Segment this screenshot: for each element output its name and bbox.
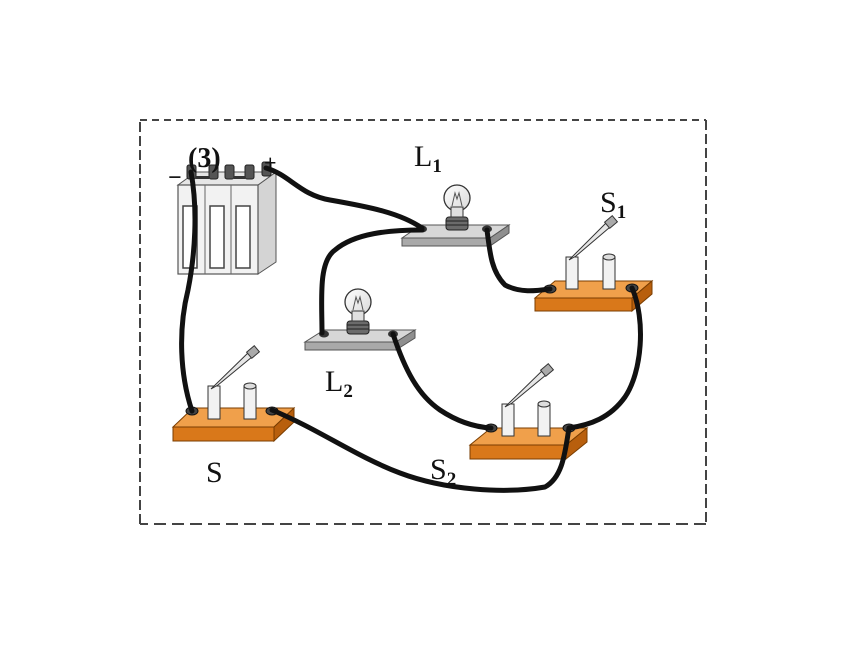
- wire-battery-plus-to-l1: [263, 165, 425, 231]
- wire-s1-to-s2: [566, 285, 643, 431]
- diagram-frame: [139, 119, 707, 525]
- wire-battery-minus-to-s: [179, 169, 198, 414]
- battery: [176, 161, 278, 275]
- battery-plus-sign: +: [264, 150, 277, 175]
- wire-l2-to-s2: [390, 331, 494, 431]
- lamp-l2: [303, 288, 417, 351]
- wires: [179, 165, 643, 493]
- label-s1: S1: [600, 186, 626, 223]
- wire-l1-to-l2: [319, 227, 425, 336]
- label-l1: L1: [414, 140, 442, 177]
- switch-s: [171, 345, 296, 443]
- labels: (3) − + L1 S1 L2 S S2: [168, 140, 626, 490]
- lamp-l1: [400, 184, 511, 247]
- battery-minus-sign: −: [168, 165, 182, 191]
- switch-s2: [468, 363, 589, 461]
- wire-l1-to-s1: [484, 227, 553, 294]
- label-l2: L2: [325, 365, 353, 402]
- wire-s2-to-s: [269, 407, 572, 493]
- label-s2: S2: [430, 453, 456, 490]
- label-s: S: [206, 456, 223, 489]
- figure-number: (3): [188, 143, 221, 174]
